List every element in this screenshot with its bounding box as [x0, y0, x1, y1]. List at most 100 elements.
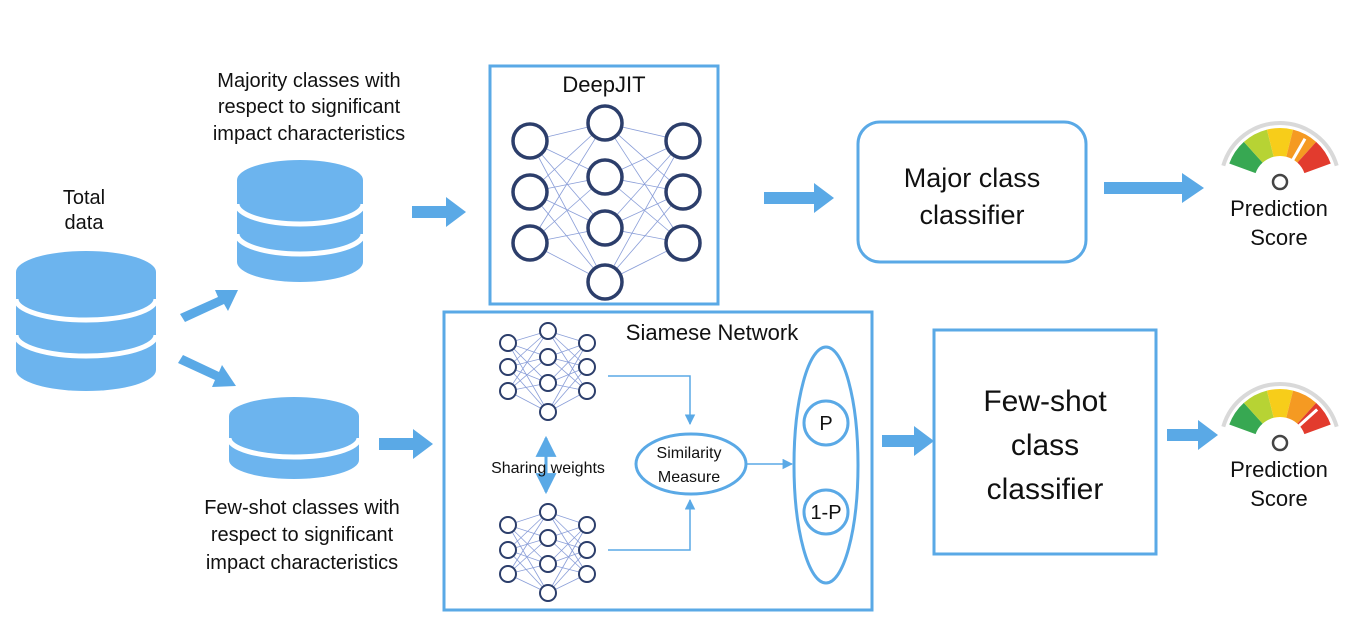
arrow-to-deepjit [412, 197, 466, 227]
similarity-label-line2: Measure [658, 469, 720, 486]
siamese-top-node [539, 374, 557, 392]
deepjit-edge [529, 140, 606, 283]
bottom-gauge-segment [1243, 390, 1274, 424]
deepjit-node [664, 173, 702, 211]
deepjit-node [511, 224, 549, 262]
fewshot-label-line1: Few-shot classes with [204, 497, 400, 519]
siamese-bottom-node [539, 529, 557, 547]
deepjit-node [511, 122, 549, 160]
top-prediction-label-line1: Prediction [1230, 196, 1328, 221]
p-label: P [819, 413, 832, 435]
siamese-bottom-edge [547, 524, 588, 565]
deepjit-node [664, 122, 702, 160]
p-node [802, 399, 850, 447]
arrow-to-siamese [379, 429, 433, 459]
siamese-top-edge [507, 330, 549, 392]
fewshot-label-line3: impact characteristics [206, 552, 398, 574]
siamese-bottom-node [539, 584, 557, 602]
siamese-top-node [578, 358, 596, 376]
bottom-gauge-needle [1278, 408, 1319, 445]
major-classifier-label-line2: classifier [919, 200, 1024, 230]
top-gauge-needle [1278, 137, 1307, 183]
siamese-bottom-edge [507, 511, 549, 551]
sharing-weights-label: Sharing weights [491, 460, 605, 477]
siamese-bottom-edge [547, 511, 588, 575]
top-net-to-similarity-connector [608, 375, 696, 426]
total-data-label-line2: data [65, 212, 105, 234]
deepjit-node [511, 173, 549, 211]
bottom-prediction-label-line1: Prediction [1230, 457, 1328, 482]
major-classifier-label-line1: Major class [904, 163, 1041, 193]
top-gauge-segment [1243, 129, 1274, 163]
siamese-top-edge [507, 366, 549, 413]
top-gauge-segment [1266, 127, 1294, 157]
major-classifier-box [856, 120, 1088, 264]
siamese-top-edge [547, 330, 588, 392]
deepjit-node [586, 104, 624, 142]
fewshot-classifier-label-line2: class [1011, 429, 1079, 462]
arrow-to-top-gauge [1104, 173, 1204, 203]
deepjit-edge [604, 140, 684, 283]
fewshot-classifier-box [932, 328, 1158, 556]
one-minus-p-label: 1-P [810, 502, 841, 524]
fewshot-classifier-label-line1: Few-shot [983, 385, 1107, 418]
siamese-bottom-network-icon [499, 503, 596, 602]
arrow-to-bottom-gauge [1167, 420, 1218, 450]
siamese-top-node [539, 348, 557, 366]
total-data-label-line1: Total [63, 187, 105, 209]
top-gauge-rim [1221, 121, 1339, 167]
siamese-top-network-icon [499, 322, 596, 421]
deepjit-edge [529, 191, 606, 283]
siamese-bottom-edge [547, 524, 588, 594]
deepjit-edge [529, 122, 606, 244]
siamese-title: Siamese Network [626, 320, 799, 345]
siamese-top-node [499, 358, 517, 376]
siamese-top-node [539, 322, 557, 340]
output-layer-node [792, 345, 860, 585]
bottom-gauge-segment [1229, 402, 1263, 435]
one-minus-p-node [802, 488, 850, 536]
majority-label-line3: impact characteristics [213, 123, 405, 145]
deepjit-edge [604, 191, 684, 283]
top-gauge-segment [1297, 141, 1331, 174]
bottom-gauge-segment [1286, 390, 1317, 424]
fewshot-label-line2: respect to significant [211, 524, 394, 546]
deepjit-node [586, 263, 624, 301]
arrow-to-fewshot [178, 355, 236, 387]
deepjit-node [586, 209, 624, 247]
siamese-bottom-node [578, 516, 596, 534]
siamese-bottom-node [539, 555, 557, 573]
arrow-to-fewshot-classifier [882, 426, 934, 456]
fewshot-classifier-label-line3: classifier [987, 473, 1104, 506]
siamese-top-edge [507, 342, 549, 413]
deepjit-neural-network-icon [511, 104, 702, 301]
siamese-top-node [578, 334, 596, 352]
deepjit-edge [604, 140, 684, 229]
bottom-gauge-hub [1271, 434, 1289, 452]
total-data-database-icon [13, 251, 159, 391]
majority-database-icon [234, 160, 366, 282]
siamese-bottom-node [539, 503, 557, 521]
siamese-bottom-edge [547, 511, 588, 551]
siamese-top-node [499, 334, 517, 352]
top-prediction-label-line2: Score [1250, 225, 1307, 250]
top-gauge-icon [1221, 121, 1339, 191]
siamese-top-edge [507, 342, 549, 384]
deepjit-node [664, 224, 702, 262]
bottom-gauge-segment [1266, 388, 1294, 418]
arrow-to-major-classifier [764, 183, 834, 213]
bottom-net-to-similarity-connector [608, 498, 696, 551]
deepjit-title: DeepJIT [562, 72, 645, 97]
siamese-top-edge [547, 342, 588, 413]
deepjit-edge [604, 122, 684, 244]
siamese-top-edge [547, 342, 588, 384]
top-gauge-hub [1271, 173, 1289, 191]
siamese-bottom-edge [547, 549, 588, 594]
bottom-prediction-label-line2: Score [1250, 486, 1307, 511]
arrow-to-majority [180, 290, 238, 322]
top-gauge-segment [1229, 141, 1263, 174]
siamese-top-edge [547, 366, 588, 413]
fewshot-database-icon [226, 397, 362, 479]
siamese-bottom-edge [507, 524, 549, 594]
